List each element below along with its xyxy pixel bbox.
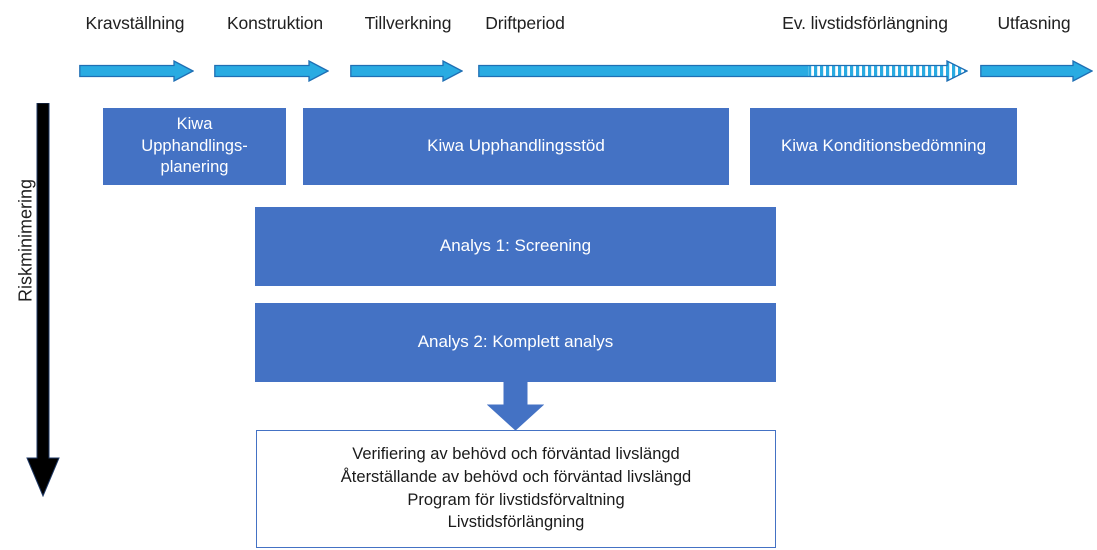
service-box-line: planering — [160, 158, 229, 177]
timeline-arrow-kravstallning — [79, 60, 194, 82]
outcome-line: Verifiering av behövd och förväntad livs… — [352, 444, 680, 463]
phase-label-driftperiod: Driftperiod — [485, 13, 565, 33]
outcome-box: Verifiering av behövd och förväntad livs… — [256, 430, 776, 548]
timeline-arrow-utfasning — [980, 60, 1093, 82]
service-box-konditionsbedomning[interactable]: Kiwa Konditionsbedömning — [750, 108, 1017, 185]
phase-label-kravstallning: Kravställning — [85, 13, 185, 33]
phase-label-tillverkning: Tillverkning — [364, 13, 452, 33]
service-box-label: Kiwa Upphandlingsstöd — [427, 136, 605, 156]
analysis-box-screening[interactable]: Analys 1: Screening — [255, 207, 776, 286]
timeline-arrow-konstruktion — [214, 60, 329, 82]
down-arrow-icon — [487, 381, 544, 431]
service-box-upphandlingsstod[interactable]: Kiwa Upphandlingsstöd — [303, 108, 729, 185]
analysis-box-komplett-analys[interactable]: Analys 2: Komplett analys — [255, 303, 776, 382]
risk-minimization-arrow — [26, 103, 60, 497]
analysis-box-label: Analys 2: Komplett analys — [417, 332, 614, 352]
outcome-line: Program för livstidsförvaltning — [407, 490, 625, 509]
risk-minimization-label: Riskminimering — [15, 178, 36, 303]
timeline-arrow-driftperiod-livstidsforlangning — [478, 60, 968, 82]
service-box-upphandlingsplanering[interactable]: Kiwa Upphandlings- planering — [103, 108, 286, 185]
outcome-line: Återställande av behövd och förväntad li… — [340, 467, 692, 486]
service-box-line: Upphandlings- — [141, 136, 248, 155]
service-box-label: Kiwa Konditionsbedömning — [780, 136, 987, 156]
analysis-box-label: Analys 1: Screening — [439, 236, 592, 256]
service-box-line: Kiwa — [176, 114, 213, 133]
outcome-line: Livstidsförlängning — [447, 513, 585, 532]
timeline-arrow-tillverkning — [350, 60, 463, 82]
phase-label-konstruktion: Konstruktion — [226, 13, 324, 33]
phase-label-utfasning: Utfasning — [997, 13, 1071, 33]
phase-label-livstidsforlangning: Ev. livstidsförlängning — [782, 13, 948, 33]
